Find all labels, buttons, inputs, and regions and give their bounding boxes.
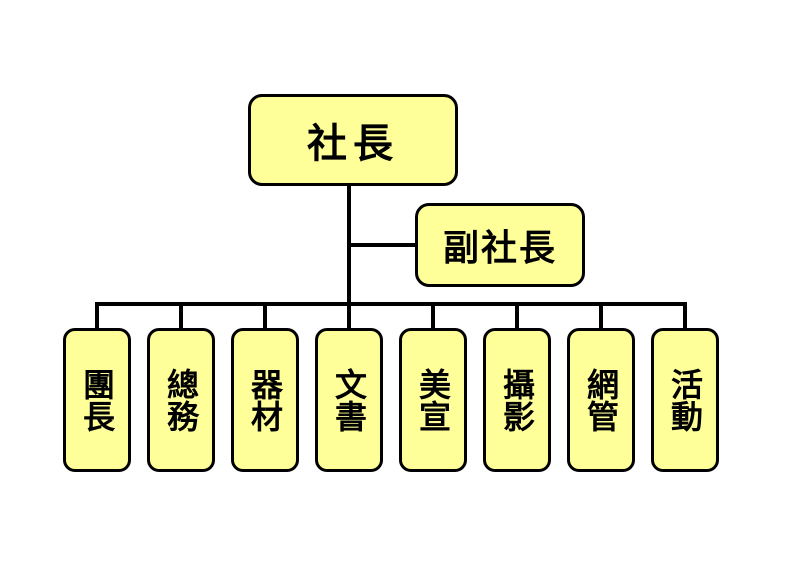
department-label: 文書 <box>330 368 368 432</box>
drop-line-3 <box>263 302 267 330</box>
department-node-4: 文書 <box>315 328 383 472</box>
department-label: 美宣 <box>414 368 452 432</box>
department-node-3: 器材 <box>231 328 299 472</box>
drop-line-1 <box>95 302 99 330</box>
drop-line-8 <box>683 302 687 330</box>
department-node-7: 網管 <box>567 328 635 472</box>
department-label: 活動 <box>666 368 704 432</box>
branch-bus-line <box>95 302 687 306</box>
vice-president-node: 副社長 <box>415 203 585 287</box>
vice-president-label: 副社長 <box>442 228 557 269</box>
drop-line-5 <box>431 302 435 330</box>
department-label: 總務 <box>162 368 200 432</box>
drop-line-2 <box>179 302 183 330</box>
department-label: 團長 <box>78 368 116 432</box>
drop-line-7 <box>599 302 603 330</box>
department-label: 網管 <box>582 368 620 432</box>
department-label: 器材 <box>246 368 284 432</box>
president-label: 社長 <box>307 121 399 167</box>
department-node-2: 總務 <box>147 328 215 472</box>
department-node-5: 美宣 <box>399 328 467 472</box>
president-node: 社長 <box>248 94 458 186</box>
department-node-6: 攝影 <box>483 328 551 472</box>
department-node-1: 團長 <box>63 328 131 472</box>
department-label: 攝影 <box>498 368 536 432</box>
drop-line-6 <box>515 302 519 330</box>
vice-connector <box>349 243 417 247</box>
department-node-8: 活動 <box>651 328 719 472</box>
drop-line-4 <box>347 302 351 330</box>
